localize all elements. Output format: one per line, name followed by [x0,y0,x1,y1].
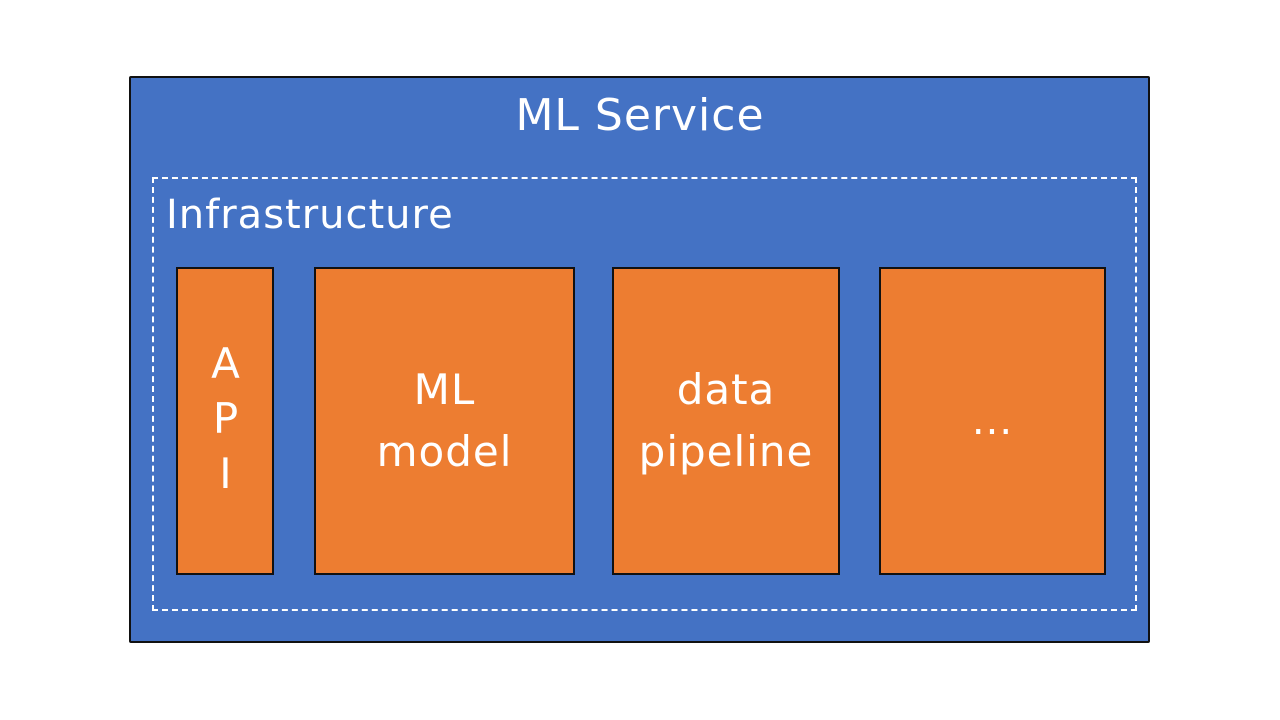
infrastructure-label: Infrastructure [166,192,454,238]
component-more: ... [879,267,1106,575]
component-data-pipeline-label: data pipeline [638,365,814,476]
infrastructure-boundary [152,177,1137,611]
component-data-pipeline: data pipeline [612,267,840,575]
component-api-label: API [201,338,250,504]
component-ml-model-label: ML model [376,365,513,476]
service-title: ML Service [515,90,765,141]
component-more-label: ... [971,398,1014,444]
component-ml-model: ML model [314,267,575,575]
component-api: API [176,267,274,575]
